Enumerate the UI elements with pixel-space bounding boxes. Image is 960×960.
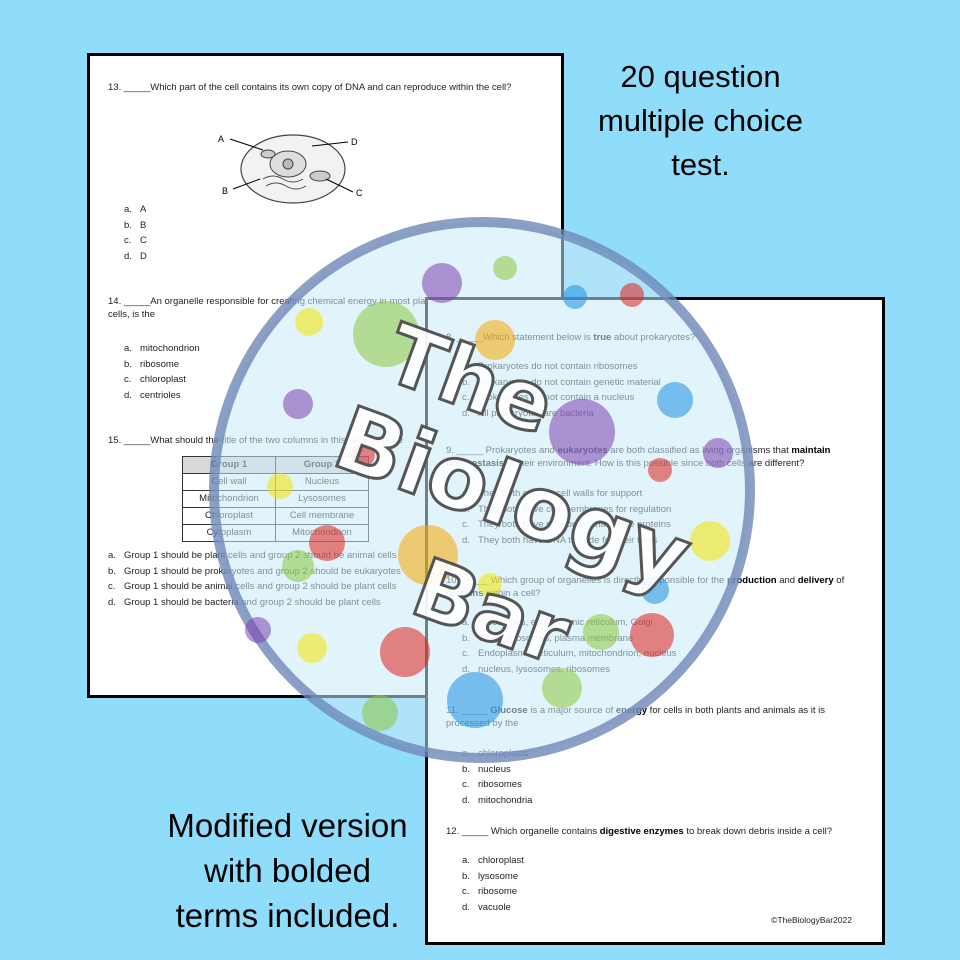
question-11: 11. _____ Glucose is a major source of e…: [446, 705, 825, 729]
promo-text-bottom: Modified version with bolded terms inclu…: [140, 803, 435, 938]
option-d: d.D: [124, 250, 147, 262]
table-row: Cell wall Nucleus: [182, 473, 369, 491]
option-b: b.Prokaryotes do not contain genetic mat…: [462, 376, 661, 388]
promo-line: with bolded: [204, 852, 371, 889]
option-c: c.Group 1 should be animal cells and gro…: [108, 581, 397, 592]
question-8: 8. _____Which statement below is true ab…: [446, 332, 696, 343]
table-header: Group 2: [275, 456, 369, 474]
option-d: d.They both have DNA to code for their t…: [462, 534, 658, 546]
option-a: a.mitochondrion: [124, 343, 200, 354]
question-9: 9. _____ Prokaryotes and eukaryotes are …: [446, 445, 831, 469]
question-10: 10. _____ Which group of organelles is d…: [446, 575, 845, 599]
option-c: c.They both have ribosomes that make pro…: [462, 519, 671, 530]
table-row: Chloroplast Cell membrane: [182, 507, 369, 525]
option-d: d.nucleus, lysosomes, ribosomes: [462, 663, 610, 675]
table-cell: Nucleus: [275, 473, 369, 491]
question-12: 12. _____ Which organelle contains diges…: [446, 826, 833, 837]
option-a: a.Prokaryotes do not contain ribosomes: [462, 361, 638, 372]
table-row: Cytoplasm Mitochondrion: [182, 524, 369, 542]
q9-options: a.They both contain cell walls for suppo…: [462, 488, 671, 550]
table-cell: Cell wall: [182, 473, 276, 491]
option-b: b.Golgi, ribosomes, plasma membrane: [462, 632, 634, 644]
copyright-notice: ©TheBiologyBar2022: [771, 914, 852, 925]
promo-line: test.: [671, 147, 730, 182]
table-cell: Cytoplasm: [182, 524, 276, 542]
option-b: b.Group 1 should be prokaryotes and grou…: [108, 565, 401, 577]
option-a: a.chloroplast: [462, 855, 524, 866]
option-d: d.Group 1 should be bacteria and group 2…: [108, 596, 381, 608]
option-d: d.vacuole: [462, 901, 511, 913]
diagram-label-c: C: [356, 188, 363, 198]
promo-line: Modified version: [167, 807, 408, 844]
promo-text-top: 20 question multiple choice test.: [568, 55, 833, 187]
q8-options: a.Prokaryotes do not contain ribosomes b…: [462, 361, 661, 423]
option-a: a.Ribosomes, endoplasmic reticulum, Golg…: [462, 617, 653, 628]
option-c: c.ribosome: [462, 886, 518, 897]
option-a: a.A: [124, 204, 147, 215]
cell-diagram: A B C D: [218, 134, 363, 204]
worksheet-page-right: 8. _____Which statement below is true ab…: [425, 297, 885, 945]
table-cell: Mitochondrion: [182, 490, 276, 508]
option-c: c.C: [124, 235, 147, 246]
table-cell: Cell membrane: [275, 507, 369, 525]
q13-options: a.A b.B c.C d.D: [124, 204, 147, 266]
option-a: a.chloroplasts: [462, 748, 529, 759]
option-b: b.nucleus: [462, 763, 511, 775]
question-13: 13. _____Which part of the cell contains…: [108, 82, 512, 93]
diagram-label-a: A: [218, 134, 224, 144]
option-c: c.chloroplast: [124, 374, 186, 385]
table-cell: Chloroplast: [182, 507, 276, 525]
q14-options: a.mitochondrion b.ribosome c.chloroplast…: [124, 343, 200, 405]
option-c: c.Endoplasmic reticulum, mitochondrion, …: [462, 648, 677, 659]
q11-options: a.chloroplasts b.nucleus c.ribosomes d.m…: [462, 748, 532, 810]
option-c: c.Prokaryotes do not contain a nucleus: [462, 392, 635, 403]
option-a: a.Group 1 should be plant cells and grou…: [108, 550, 397, 561]
option-b: b.They both have cell membranes for regu…: [462, 503, 672, 515]
table-cell: Lysosomes: [275, 490, 369, 508]
diagram-label-b: B: [222, 186, 228, 196]
table-row: Mitochondrion Lysosomes: [182, 490, 369, 508]
option-d: d.mitochondria: [462, 794, 533, 806]
promo-line: multiple choice: [597, 103, 804, 138]
option-b: b.lysosome: [462, 870, 519, 882]
q15-options: a.Group 1 should be plant cells and grou…: [108, 550, 401, 612]
data-table: Group 1 Group 2 Cell wall Nucleus Mitoch…: [182, 456, 369, 542]
table-header: Group 1: [182, 456, 276, 474]
option-b: b.ribosome: [124, 358, 180, 370]
q10-options: a.Ribosomes, endoplasmic reticulum, Golg…: [462, 617, 677, 679]
option-d: d.centrioles: [124, 389, 181, 401]
promo-line: 20 question: [620, 59, 781, 94]
option-d: d.All prokaryotes are bacteria: [462, 407, 594, 419]
promo-line: terms included.: [175, 897, 400, 934]
q12-options: a.chloroplast b.lysosome c.ribosome d.va…: [462, 855, 524, 917]
option-b: b.B: [124, 219, 147, 231]
table-cell: Mitochondrion: [275, 524, 369, 542]
option-c: c.ribosomes: [462, 779, 522, 790]
option-a: a.They both contain cell walls for suppo…: [462, 488, 643, 499]
diagram-label-d: D: [351, 137, 358, 147]
